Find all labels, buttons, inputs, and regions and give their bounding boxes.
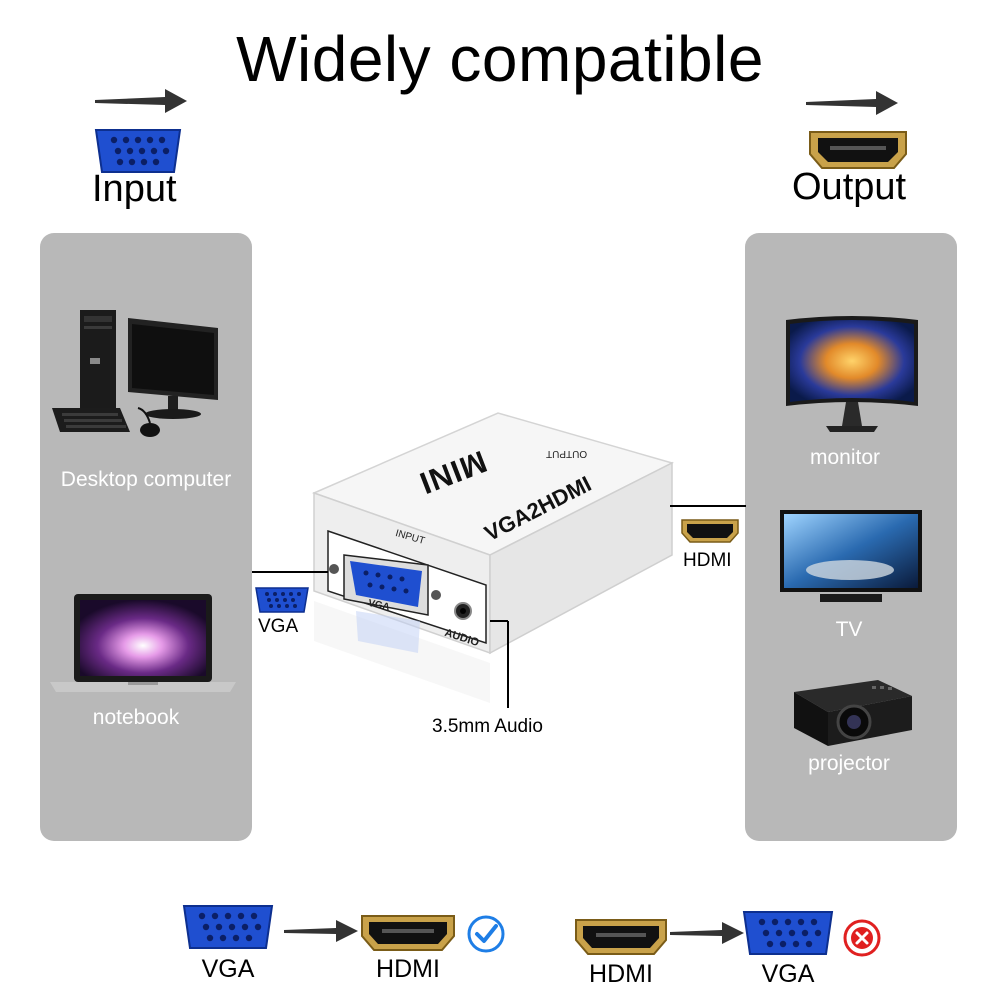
compat-to-label: HDMI	[376, 955, 440, 983]
device-label-notebook: notebook	[92, 706, 180, 729]
device-label-projector: projector	[808, 752, 890, 775]
arrow-right-icon	[95, 89, 187, 113]
vga-connector-icon	[742, 911, 834, 955]
hdmi-connector-icon	[575, 919, 667, 955]
page-title: Widely compatible	[236, 23, 764, 95]
hdmi-connector-icon	[809, 131, 907, 169]
arrow-right-icon	[284, 920, 358, 942]
compat-from-label: VGA	[201, 955, 255, 983]
hdmi-connector-icon	[361, 915, 455, 951]
monitor-icon	[786, 316, 918, 432]
vga-connector-label: VGA	[258, 616, 299, 637]
cross-icon	[843, 919, 881, 957]
device-label-desktop: Desktop computer	[60, 468, 232, 491]
hdmi-connector-label: HDMI	[683, 550, 732, 571]
check-icon	[467, 915, 505, 953]
output-label: Output	[792, 166, 907, 208]
hdmi-connector-icon	[681, 519, 739, 543]
tv-icon	[780, 510, 922, 602]
laptop-icon	[50, 594, 236, 692]
connection-lines	[252, 505, 746, 708]
vga-connector-icon	[94, 129, 182, 173]
compat-from-label: HDMI	[589, 960, 653, 988]
device-label-monitor: monitor	[809, 446, 881, 469]
arrow-right-icon	[670, 922, 744, 944]
adapter-output-label: OUTPUT	[546, 448, 588, 459]
vga2hdmi-adapter	[311, 412, 675, 703]
desktop-computer-icon	[52, 310, 218, 437]
device-label-tv: TV	[835, 618, 863, 641]
compat-to-label: VGA	[761, 960, 815, 988]
projector-icon	[794, 680, 912, 746]
vga-connector-icon	[182, 905, 274, 949]
audio-connector-label: 3.5mm Audio	[432, 716, 543, 737]
arrow-right-icon	[806, 91, 898, 115]
input-label: Input	[92, 168, 177, 210]
vga-connector-icon	[255, 587, 309, 613]
